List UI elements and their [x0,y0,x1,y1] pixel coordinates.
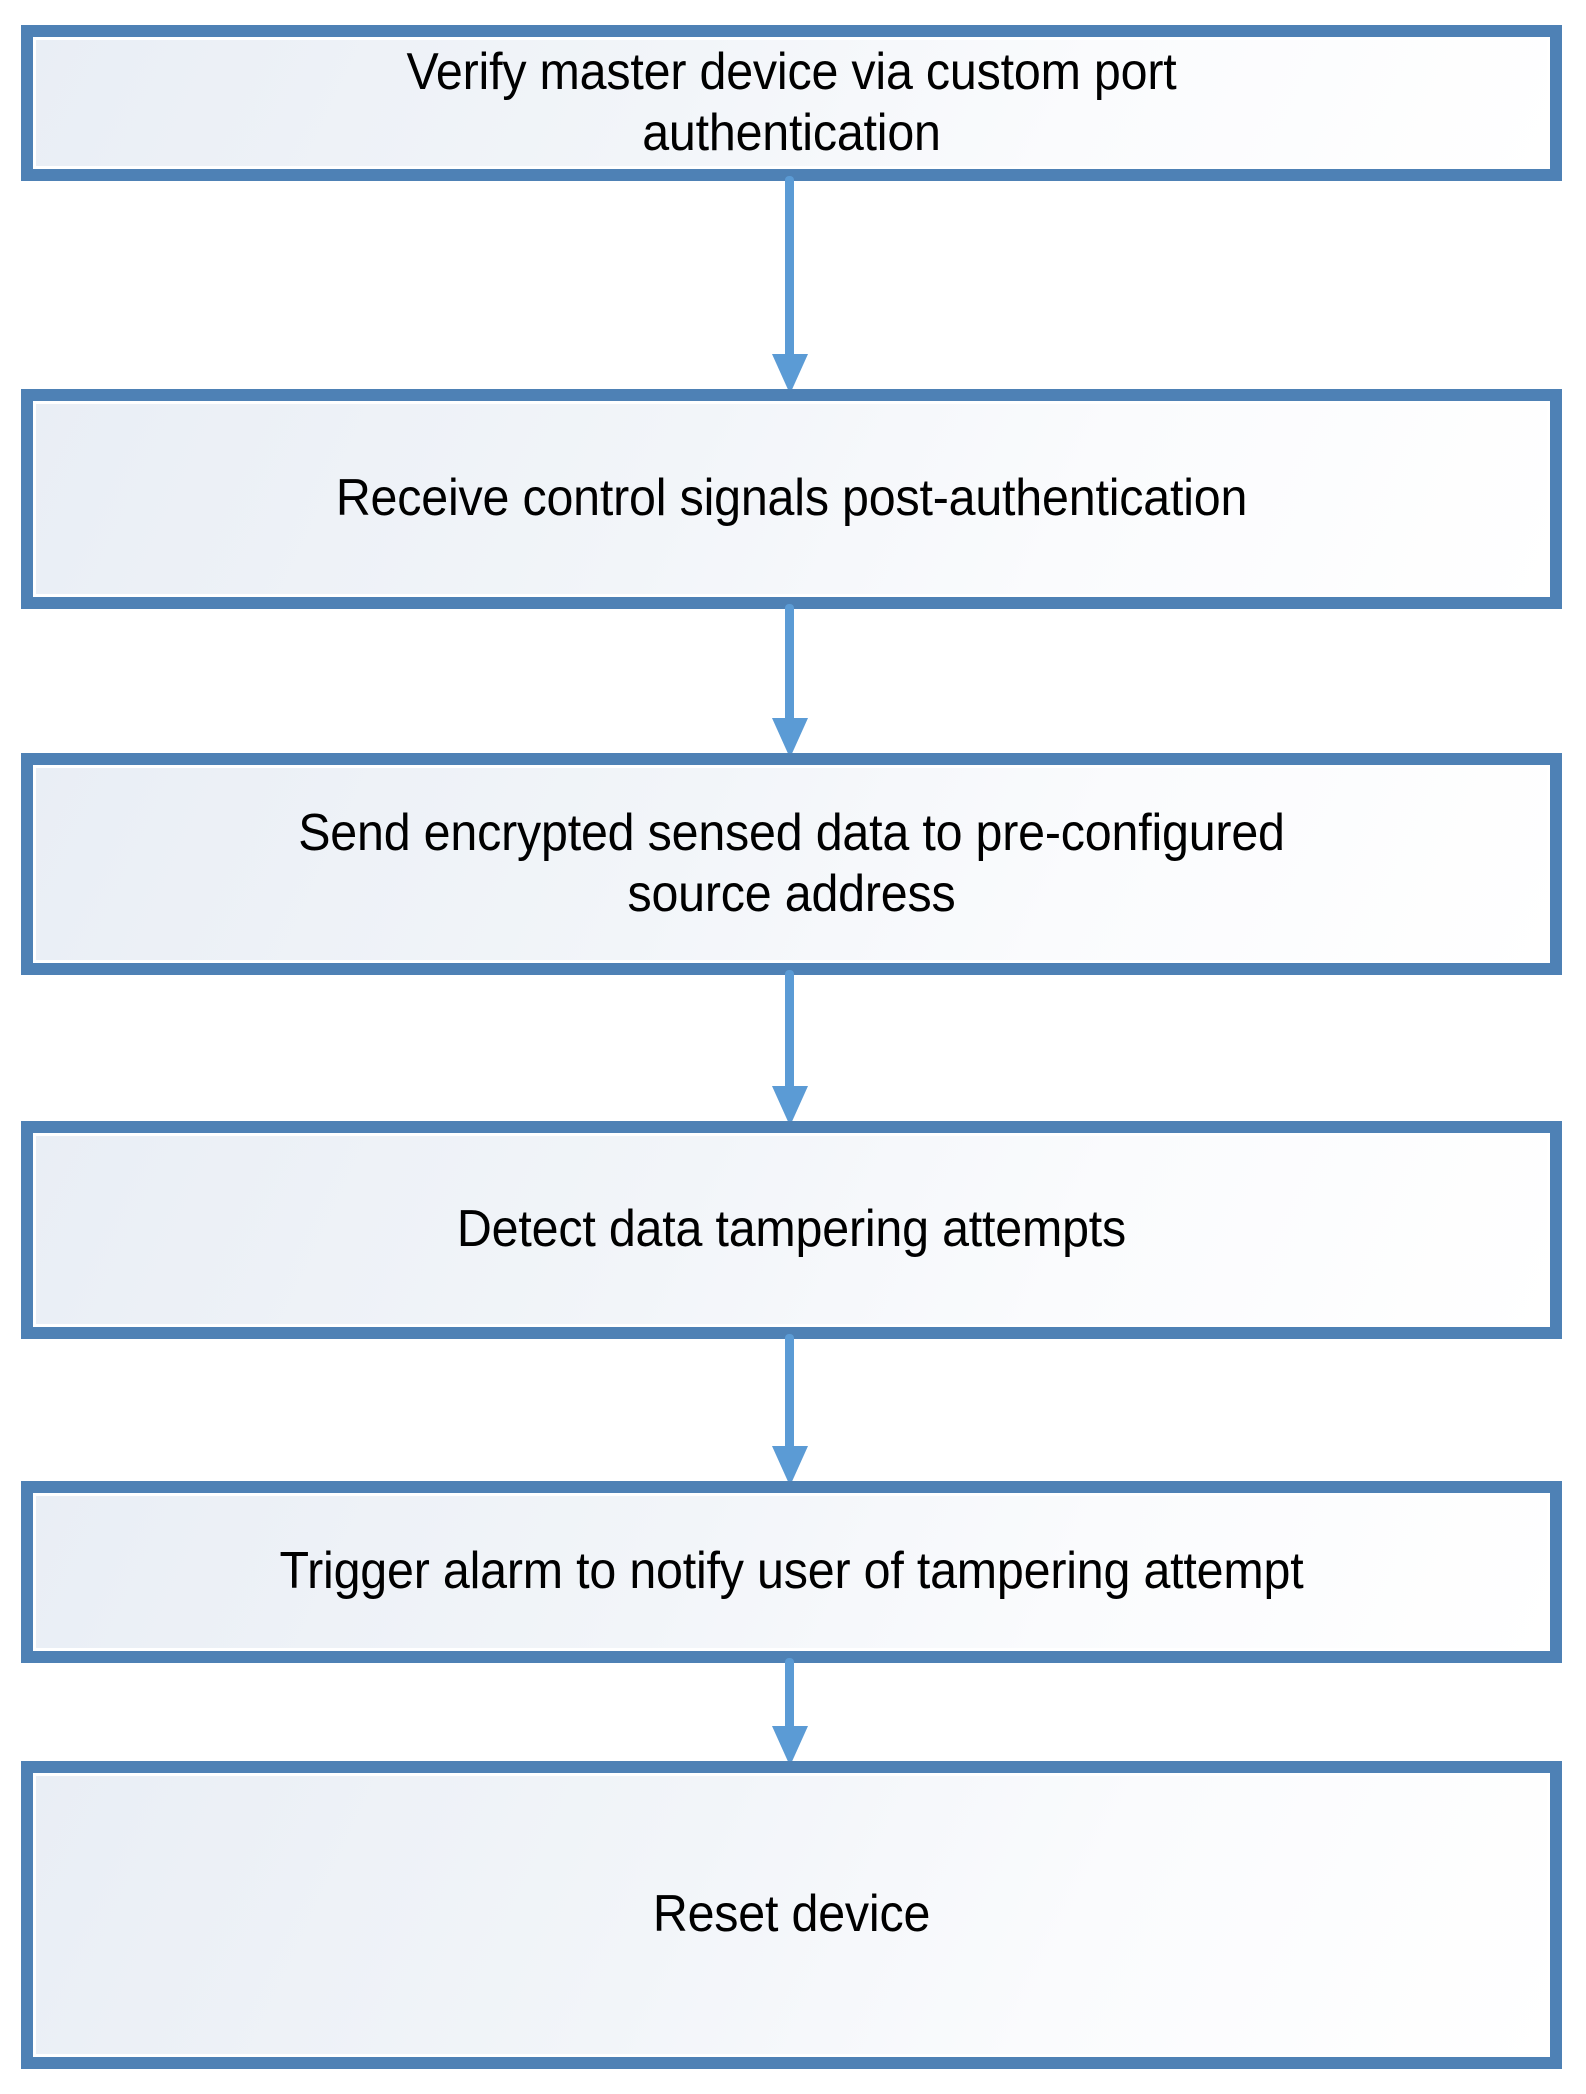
flow-arrow-node5-to-node6 [772,1658,808,1766]
flow-node-label: Detect data tampering attempts [456,1200,1127,1259]
flow-node-trigger-alarm: Trigger alarm to notify user of tamperin… [21,1481,1562,1663]
flow-node-send-encrypted-sensed-data: Send encrypted sensed data to pre-config… [21,753,1562,975]
arrow-head-down-icon [772,1086,808,1126]
flow-node-label: Send encrypted sensed data to pre-config… [298,803,1285,923]
flow-node-label: Trigger alarm to notify user of tamperin… [279,1542,1304,1601]
flow-node-receive-control-signals: Receive control signals post-authenticat… [21,389,1562,609]
arrow-head-down-icon [772,718,808,758]
flow-node-verify-master-device: Verify master device via custom port aut… [21,25,1562,181]
arrow-stem [785,1334,794,1446]
flow-node-detect-data-tampering: Detect data tampering attempts [21,1121,1562,1339]
flow-node-reset-device: Reset device [21,1761,1562,2069]
flow-arrow-node2-to-node3 [772,604,808,758]
arrow-head-down-icon [772,1446,808,1486]
flow-arrow-node4-to-node5 [772,1334,808,1486]
arrow-stem [785,604,794,718]
flow-node-label: Reset device [652,1885,931,1944]
arrow-stem [785,176,794,354]
flow-node-label: Verify master device via custom port aut… [406,42,1177,162]
arrow-stem [785,1658,794,1726]
flow-arrow-node3-to-node4 [772,970,808,1126]
flow-arrow-node1-to-node2 [772,176,808,394]
arrow-stem [785,970,794,1086]
arrow-head-down-icon [772,354,808,394]
flow-node-label: Receive control signals post-authenticat… [335,469,1248,528]
arrow-head-down-icon [772,1726,808,1766]
